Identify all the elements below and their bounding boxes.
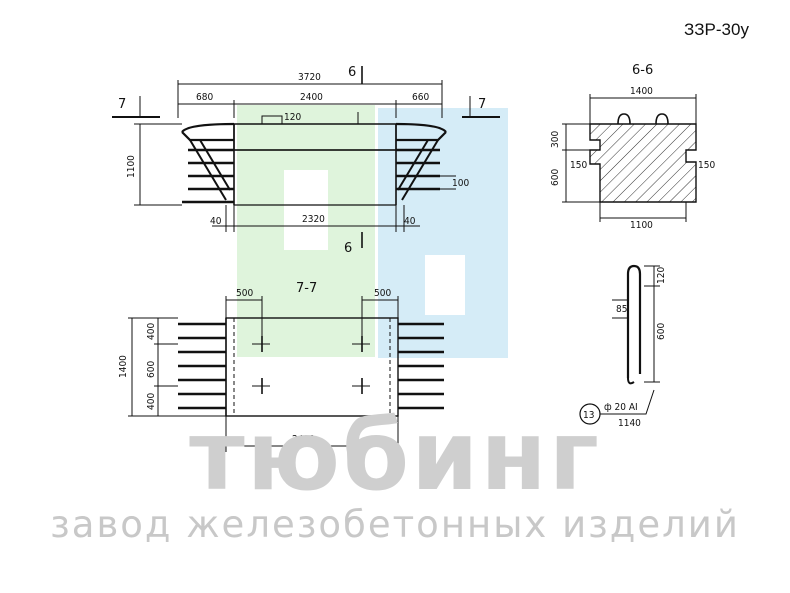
section-7-title: 7-7 (296, 281, 317, 296)
dim-hook-offset: 85 (616, 304, 627, 315)
section-6-title: 6-6 (632, 63, 653, 78)
rebar-mark-circle (579, 403, 601, 425)
dim-lower-height: 600 (550, 169, 561, 186)
dim-slot: 120 (284, 112, 301, 123)
section-mark-7-left: 7 (118, 97, 126, 112)
dim-upper-height: 300 (550, 131, 561, 148)
section-mark-7-right: 7 (478, 97, 486, 112)
section-6-labels: 6-6 1400 300 600 150 150 1100 (550, 63, 715, 231)
dim-hook-length: 120 (656, 267, 667, 284)
watermark-subtitle: завод железобетонных изделий (50, 503, 740, 546)
dim-top-width: 1400 (630, 86, 653, 97)
dim-bottom-right: 40 (404, 216, 416, 227)
dim-height: 1100 (126, 155, 137, 178)
dim-notch-left: 150 (570, 160, 587, 171)
rebar-spec: ф 20 АI (604, 402, 638, 413)
section-6-view (562, 94, 697, 222)
logo-white-gap (284, 170, 328, 250)
dim-bar-length: 600 (656, 323, 667, 340)
dim-plan-mid-band: 600 (146, 361, 157, 378)
section-7-labels: 7-7 500 500 1400 400 600 400 2400 (118, 281, 391, 445)
elevation-labels: 7 7 6 6 3720 680 2400 660 120 1100 100 4… (118, 65, 486, 256)
dim-bottom-length: 2320 (302, 214, 325, 225)
section-mark-6-bottom: 6 (344, 241, 352, 256)
dim-plan-bottom-band: 400 (146, 393, 157, 410)
rebar-mark-number: 13 (583, 410, 594, 421)
dim-side-step: 100 (452, 178, 469, 189)
rebar-labels: 120 85 600 13 ф 20 АI 1140 (583, 267, 667, 429)
dim-plan-top-band: 400 (146, 323, 157, 340)
rebar-detail (579, 264, 660, 425)
dim-body-length: 2400 (300, 92, 323, 103)
dim-loop-offset-left: 500 (236, 288, 253, 299)
dim-bottom-width: 1100 (630, 220, 653, 231)
section-6-body (589, 123, 697, 203)
product-code: ЗЗР-30у (684, 20, 749, 39)
dim-left-overhang: 680 (196, 92, 213, 103)
dim-plan-length: 2400 (292, 434, 315, 445)
watermark-logo (237, 105, 508, 358)
dim-plan-width: 1400 (118, 355, 129, 378)
elevation-view (112, 66, 500, 248)
dim-total-length: 3720 (298, 72, 321, 83)
dim-notch-right: 150 (698, 160, 715, 171)
dim-loop-offset-right: 500 (374, 288, 391, 299)
rebar-total-length: 1140 (618, 418, 641, 429)
logo-white-gap-2 (425, 255, 465, 315)
section-mark-6-top: 6 (348, 65, 356, 80)
dim-bottom-left: 40 (210, 216, 222, 227)
section-7-view (128, 296, 444, 452)
dim-right-overhang: 660 (412, 92, 429, 103)
watermark-title: тюбинг (189, 400, 601, 512)
